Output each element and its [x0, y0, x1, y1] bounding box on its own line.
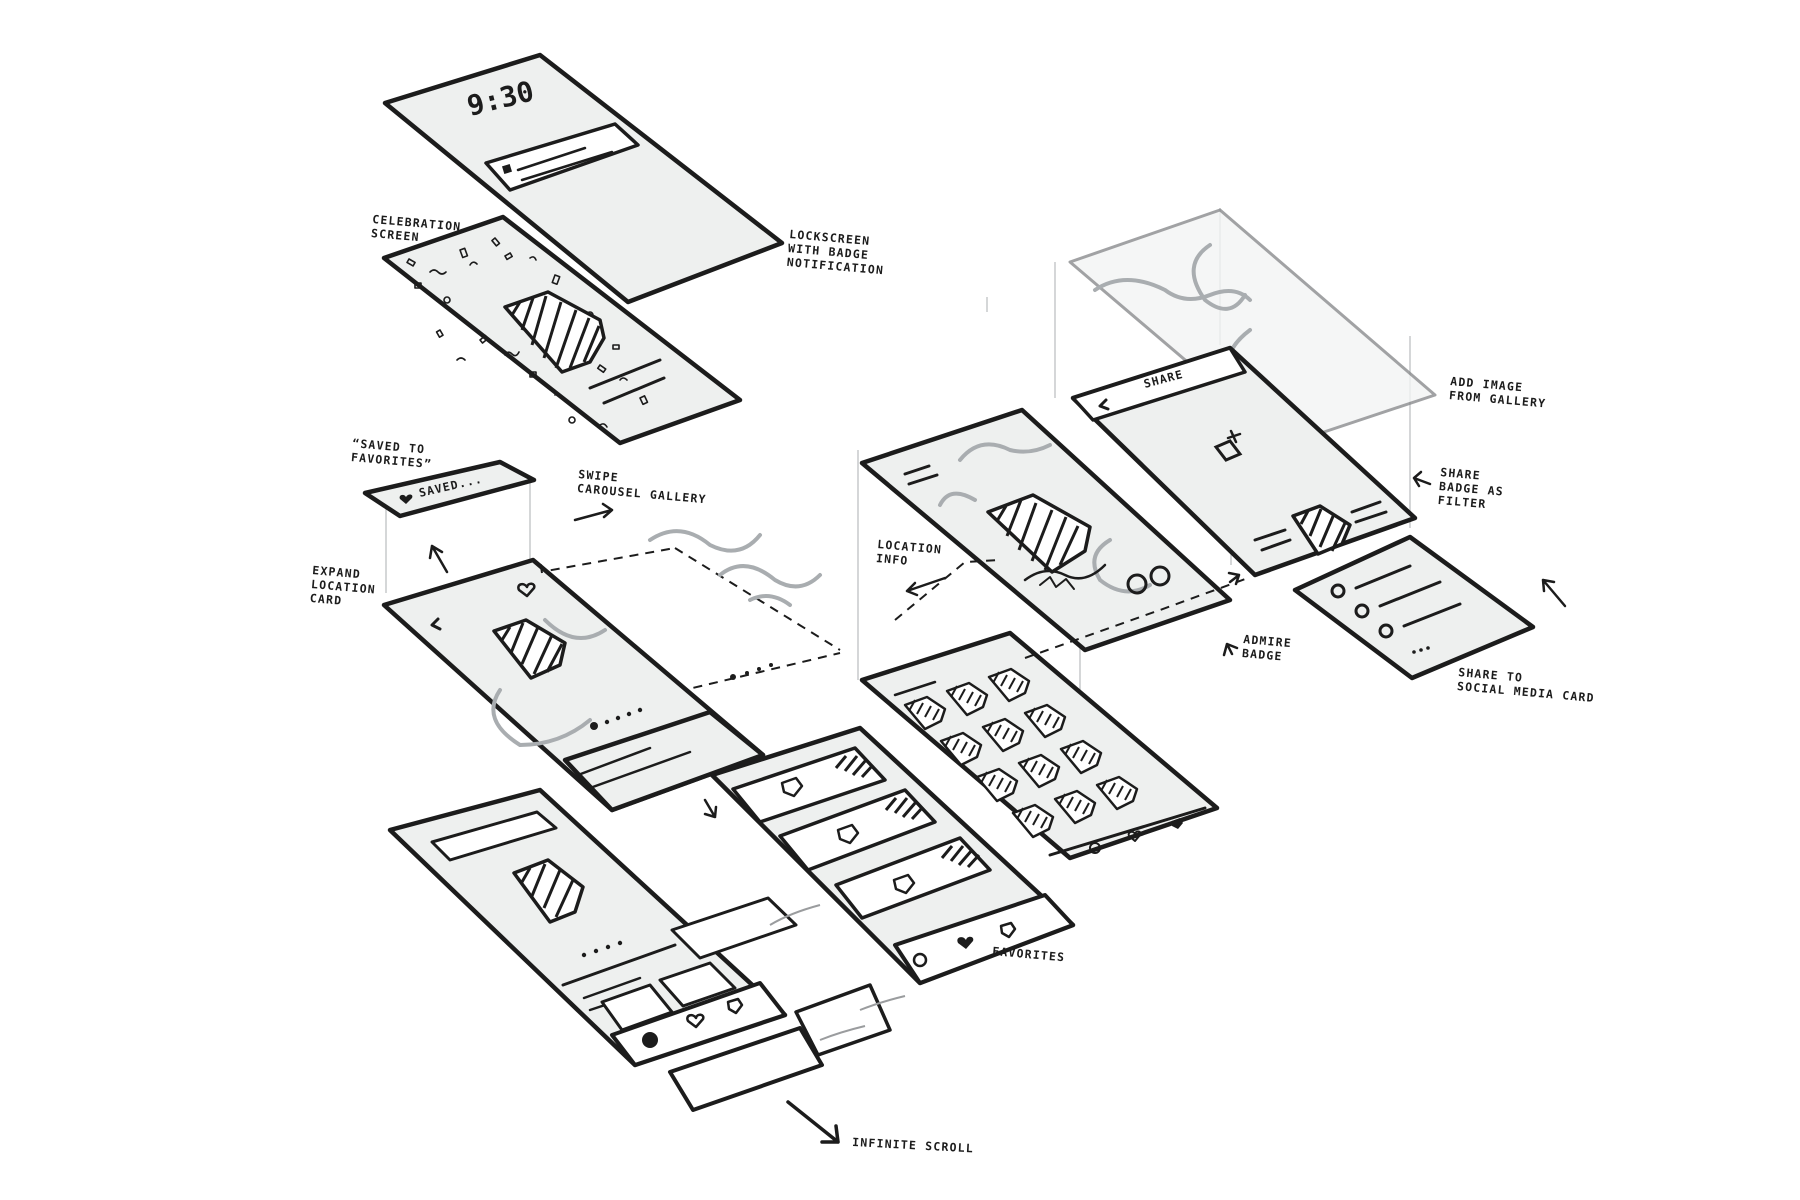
- label-share-filter: SHAREBADGE ASFILTER: [1437, 465, 1505, 513]
- shield-badge-icon: [999, 921, 1017, 939]
- label-swipe-carousel: SWIPECAROUSEL GALLERY: [577, 467, 709, 506]
- arrow-icons: [428, 470, 1567, 1144]
- grid-badge[interactable]: [981, 717, 1025, 753]
- grid-badge[interactable]: [1011, 803, 1055, 839]
- celebration-screen: [381, 214, 743, 446]
- location-badge: [492, 618, 567, 680]
- grid-badge[interactable]: [975, 767, 1019, 803]
- label-add-image: ADD IMAGEFROM GALLERY: [1449, 374, 1549, 410]
- home-dot-icon: [642, 1032, 658, 1048]
- arrow-icon: [1412, 470, 1432, 488]
- infinite-scroll-cards: [668, 896, 906, 1112]
- heart-icon: [399, 494, 413, 504]
- confetti: [406, 237, 649, 428]
- arrow-icon: [703, 798, 718, 819]
- social-share-card: [1292, 534, 1536, 681]
- arrow-icon: [1541, 578, 1567, 608]
- shield-badge-icon: [726, 997, 744, 1015]
- heart-icon: [1127, 830, 1142, 842]
- favorite-card: [778, 788, 937, 872]
- heart-icon: [957, 936, 974, 949]
- feed-badge: [512, 858, 585, 924]
- grid-badge[interactable]: [1095, 775, 1139, 811]
- grid-badge[interactable]: [903, 695, 947, 731]
- grid-badge[interactable]: [987, 667, 1031, 703]
- annotation-labels: CELEBRATIONSCREEN LOCKSCREENWITH BADGENO…: [309, 212, 1597, 1155]
- arrow-icon: [905, 576, 947, 597]
- label-social-share: SHARE TOSOCIAL MEDIA CARD: [1457, 665, 1597, 705]
- celebration-badge: [503, 290, 606, 374]
- label-favorites: FAVORITES: [992, 944, 1066, 964]
- back-chevron-icon: [1098, 398, 1110, 411]
- saved-toast-card: SAVED...: [362, 459, 537, 519]
- heart-icon: [517, 582, 536, 598]
- label-lockscreen: LOCKSCREENWITH BADGENOTIFICATION: [786, 227, 887, 277]
- label-saved-to-favorites: “SAVED TOFAVORITES”: [351, 436, 434, 471]
- lockscreen-screen: 9:30: [382, 52, 785, 305]
- ghost-page-dots: [730, 663, 773, 680]
- location-detail-screen: [381, 557, 766, 813]
- badge-detail-screen: [859, 407, 1233, 653]
- heart-icon: [686, 1013, 705, 1029]
- back-chevron-icon: [430, 617, 442, 631]
- filter-badge: [1291, 504, 1352, 556]
- grid-badge[interactable]: [939, 731, 983, 767]
- home-dot-icon: [912, 952, 928, 968]
- notification-card: [484, 122, 640, 192]
- admire-badge: [986, 493, 1092, 574]
- arrow-icon: [786, 1100, 840, 1144]
- label-expand-location: EXPANDLOCATIONCARD: [309, 563, 377, 611]
- feed-screen: [387, 787, 906, 1112]
- arrow-icon: [428, 544, 449, 574]
- label-celebration: CELEBRATIONSCREEN: [371, 212, 462, 248]
- grid-badge[interactable]: [1017, 753, 1061, 789]
- badge-grid-screen: [859, 630, 1220, 861]
- favorite-card: [834, 836, 992, 920]
- grid-badge[interactable]: [1053, 789, 1097, 825]
- grid-badge[interactable]: [1059, 739, 1103, 775]
- carousel-gallery-ghosts: [534, 529, 841, 711]
- arrow-icon: [1227, 571, 1241, 586]
- home-dot-icon: [1089, 842, 1101, 854]
- arrow-icon: [1222, 642, 1239, 657]
- label-infinite-scroll: INFINITE SCROLL: [852, 1135, 974, 1155]
- flow-dashes: [539, 559, 1249, 659]
- grid-badge[interactable]: [1023, 703, 1067, 739]
- label-admire-badge: ADMIREBADGE: [1242, 632, 1293, 664]
- arrow-icon: [573, 502, 614, 522]
- grid-badge[interactable]: [945, 681, 989, 717]
- favorite-card: [731, 746, 887, 824]
- favorites-screen: [709, 725, 1076, 986]
- page-dots: [590, 707, 643, 730]
- label-location-info: LOCATIONINFO: [876, 537, 943, 571]
- hamburger-menu-icon: [903, 464, 939, 486]
- shield-badge-icon: [1172, 818, 1183, 829]
- share-filter-screen: SHARE: [1070, 345, 1418, 578]
- add-image-icon: [1213, 429, 1243, 462]
- badge-grid: [903, 667, 1139, 839]
